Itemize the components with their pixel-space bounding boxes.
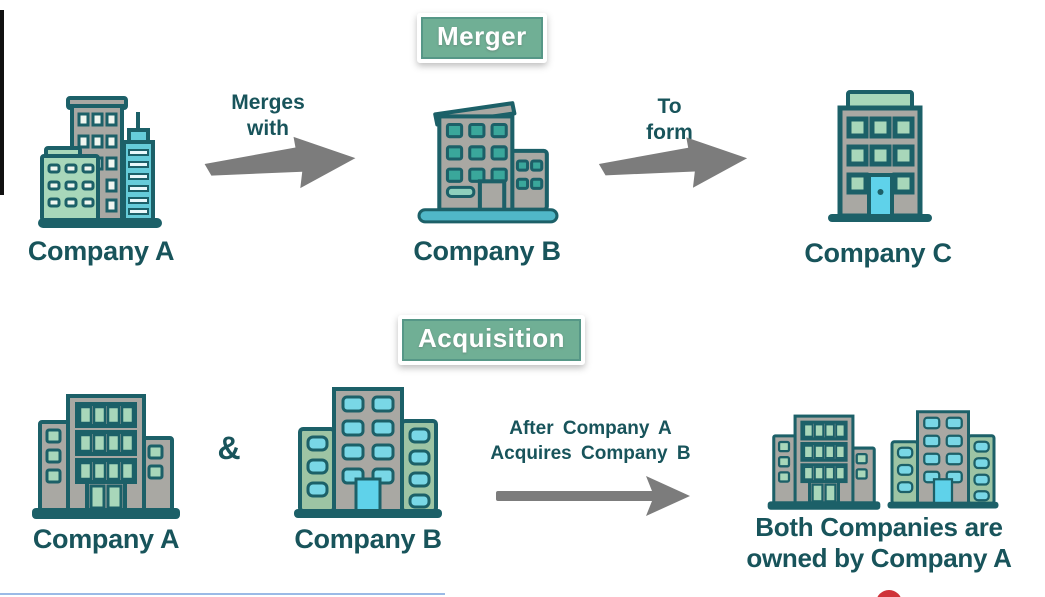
result-company-b-building-icon xyxy=(886,407,1000,511)
acquisition-company-a-label: Company A xyxy=(32,524,180,554)
acquisition-company-b-building-icon xyxy=(292,383,444,521)
acquires-label: After Company A Acquires Company B xyxy=(490,418,691,464)
merges-with-label: Merges with xyxy=(231,91,305,140)
bottom-edge-line xyxy=(0,593,445,595)
merger-title: Merger xyxy=(437,21,527,51)
to-form-label: To form xyxy=(646,95,693,144)
cropped-logo-mark xyxy=(876,590,902,597)
acquisition-title-badge: Acquisition xyxy=(398,315,586,365)
merges-with-arrow-icon xyxy=(202,134,358,192)
acquisition-company-b-label: Company B xyxy=(294,524,442,554)
acquisition-company-a-building-icon xyxy=(30,388,182,522)
to-form-arrow-icon xyxy=(597,134,749,192)
merger-company-b-label: Company B xyxy=(413,236,561,266)
merger-company-c-building-icon xyxy=(828,90,932,222)
merger-company-a-building-icon xyxy=(38,96,162,228)
result-label: Both Companies are owned by Company A xyxy=(746,512,1012,573)
acquires-arrow-icon xyxy=(496,476,690,516)
scan-edge-artifact xyxy=(0,10,4,195)
merger-company-b-building-icon xyxy=(417,101,559,224)
merger-company-a-label: Company A xyxy=(27,236,175,266)
ampersand-symbol: & xyxy=(217,430,241,466)
merger-company-c-label: Company C xyxy=(804,238,952,268)
result-company-a-building-icon xyxy=(766,410,882,512)
merger-title-badge: Merger xyxy=(417,13,547,63)
acquisition-title: Acquisition xyxy=(418,323,566,353)
